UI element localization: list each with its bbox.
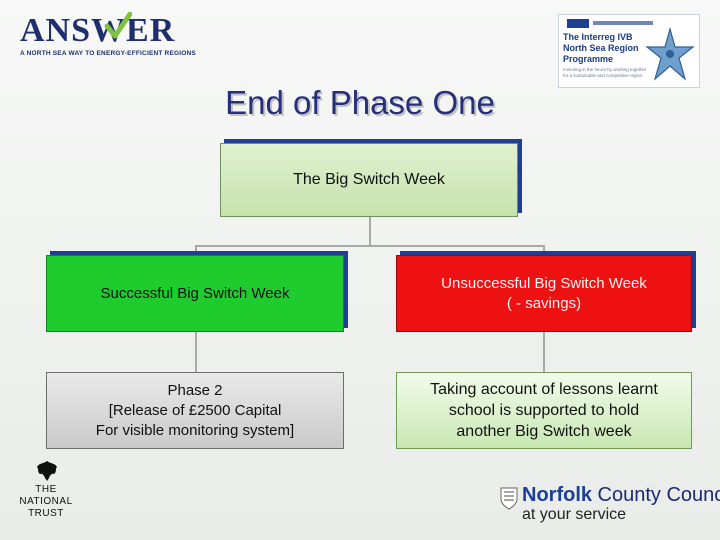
connector-left-drop: [195, 245, 197, 255]
connector-root-down: [369, 217, 371, 247]
crest-icon: [500, 487, 518, 510]
norfolk-county-council: County Council: [592, 484, 720, 506]
checkmark-icon: [104, 12, 132, 39]
norfolk-logo: Norfolk County Council at your service: [500, 484, 720, 530]
lessons-line-3: another Big Switch week: [456, 423, 632, 440]
connector-left-lower: [195, 332, 197, 372]
lessons-line-2: school is supported to hold: [448, 402, 640, 419]
norfolk-tagline: at your service: [522, 506, 627, 523]
connector-right-lower: [543, 332, 545, 372]
answer-logo: ANSWER A NORTH SEA WAY TO ENERGY-EFFICIE…: [20, 12, 196, 62]
page-title: End of Phase One: [225, 84, 495, 121]
unsuccess-node-label: Unsuccessful Big Switch Week: [441, 274, 647, 292]
answer-tagline: A NORTH SEA WAY TO ENERGY-EFFICIENT REGI…: [20, 50, 196, 57]
starfish-icon: [645, 27, 695, 81]
norfolk-name: Norfolk: [522, 484, 592, 506]
lessons-node: Taking account of lessons learnt school …: [396, 372, 692, 449]
interreg-header-bar: [593, 21, 653, 25]
phase2-detail-2: For visible monitoring system]: [95, 421, 295, 439]
national-trust-logo: THE NATIONAL TRUST: [12, 458, 80, 536]
eu-flag-icon: [567, 19, 589, 28]
success-node-label: Successful Big Switch Week: [100, 285, 290, 302]
phase2-node: Phase 2 [Release of £2500 Capital For vi…: [46, 372, 344, 449]
oak-leaf-icon: [37, 461, 57, 481]
national-trust-text: THE NATIONAL TRUST: [19, 484, 73, 519]
unsuccess-node: Unsuccessful Big Switch Week ( - savings…: [396, 255, 692, 332]
lessons-line-1: Taking account of lessons learnt: [430, 381, 658, 398]
norfolk-line: Norfolk County Council: [522, 484, 720, 507]
connector-right-drop: [543, 245, 545, 255]
phase2-detail-1: [Release of £2500 Capital: [108, 401, 282, 419]
root-node-big-switch-week: The Big Switch Week: [220, 143, 518, 217]
interreg-subtitle: Investing in the future by working toget…: [563, 67, 647, 78]
phase2-title: Phase 2: [167, 381, 223, 399]
unsuccess-node-note: ( - savings): [506, 294, 582, 312]
success-node: Successful Big Switch Week: [46, 255, 344, 332]
interreg-title: The Interreg IVB North Sea Region Progra…: [563, 32, 639, 64]
connector-horizontal: [195, 245, 545, 247]
interreg-logo: The Interreg IVB North Sea Region Progra…: [558, 14, 700, 88]
answer-wordmark: ANSWER: [20, 12, 176, 49]
root-node-label: The Big Switch Week: [293, 171, 445, 188]
